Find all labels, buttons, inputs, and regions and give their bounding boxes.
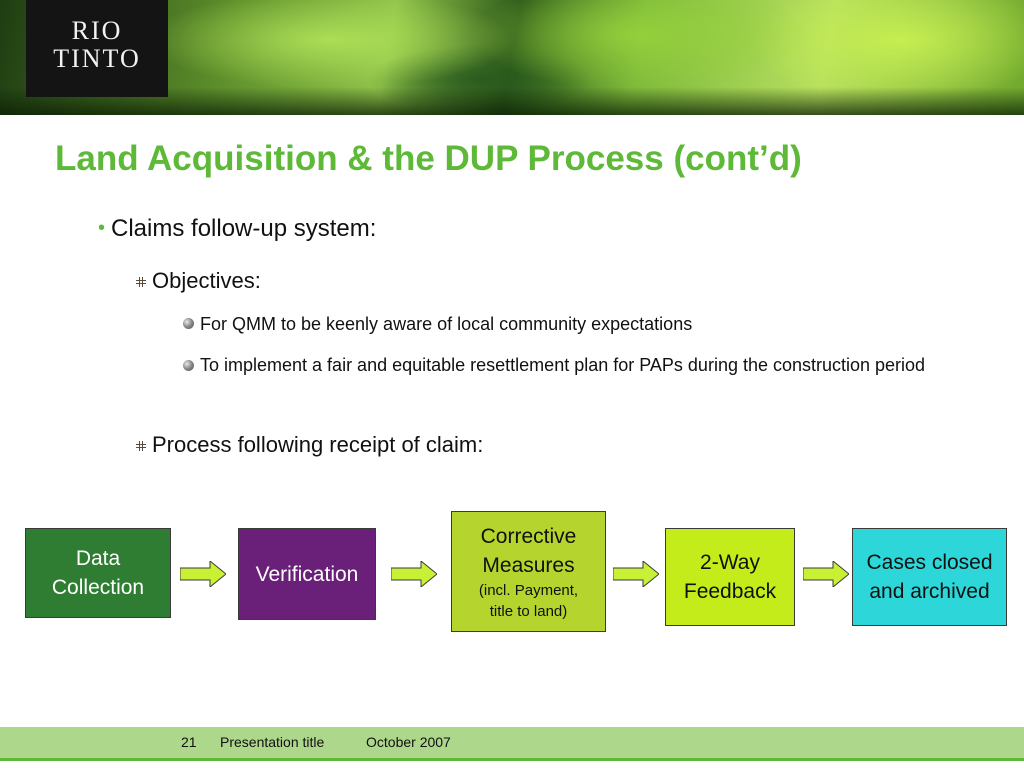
flow-step-verification: Verification [238, 528, 376, 620]
flow-arrow-2-icon [391, 561, 437, 587]
step-4-line-1: 2-Way [700, 551, 760, 574]
bullet-claims-system: •Claims follow-up system: [98, 215, 376, 243]
header-banner: RIO TINTO [0, 0, 1024, 115]
step-2-line-1: Verification [255, 562, 359, 586]
footer-page-number: 21 [181, 734, 197, 750]
step-5-line-1: Cases closed [866, 551, 993, 574]
flow-arrow-1-icon [180, 561, 226, 587]
bullet-objective-1: For QMM to be keenly aware of local comm… [183, 307, 692, 342]
bullet-objectives-text: Objectives: [152, 268, 261, 293]
step-3-line-4: title to land) [489, 602, 568, 620]
flow-arrow-3-icon [613, 561, 659, 587]
rio-tinto-logo: RIO TINTO [26, 0, 168, 97]
step-1-line-1: Data [75, 547, 121, 570]
bullet-claims-text: Claims follow-up system: [111, 215, 377, 242]
flow-step-data-collection: Data Collection [25, 528, 171, 618]
step-3-line-1: Corrective [480, 524, 577, 548]
flow-step-corrective-measures: Corrective Measures (incl. Payment, titl… [451, 511, 606, 632]
step-5-line-2: and archived [869, 580, 990, 603]
step-1-line-2: Collection [51, 576, 145, 599]
hash-bullet-icon [136, 277, 146, 287]
sphere-bullet-icon [183, 318, 194, 329]
flow-arrow-4-icon [803, 561, 849, 587]
bullet-process-text: Process following receipt of claim: [152, 432, 484, 457]
bullet-objective-2-text: To implement a fair and equitable resett… [200, 355, 926, 375]
bullet-process: Process following receipt of claim: [136, 432, 483, 458]
step-3-line-3: (incl. Payment, [478, 581, 579, 599]
step-4-line-2: Feedback [683, 580, 777, 603]
bullet-objective-2: To implement a fair and equitable resett… [183, 348, 955, 383]
slide-title: Land Acquisition & the DUP Process (cont… [55, 139, 802, 178]
hash-bullet-icon [136, 441, 146, 451]
flow-step-cases-closed: Cases closed and archived [852, 528, 1007, 626]
footer-date: October 2007 [366, 734, 451, 750]
logo-line-1: RIO [71, 16, 123, 45]
footer-presentation-title: Presentation title [220, 734, 325, 750]
bullet-objective-1-text: For QMM to be keenly aware of local comm… [200, 314, 693, 334]
footer-divider [0, 758, 1024, 768]
bullet-dot-icon: • [98, 217, 106, 239]
footer-bar [0, 727, 1024, 758]
step-3-line-2: Measures [482, 553, 575, 577]
logo-line-2: TINTO [53, 44, 141, 73]
flow-step-two-way-feedback: 2-Way Feedback [665, 528, 795, 626]
bullet-objectives: Objectives: [136, 268, 261, 294]
sphere-bullet-icon [183, 360, 194, 371]
